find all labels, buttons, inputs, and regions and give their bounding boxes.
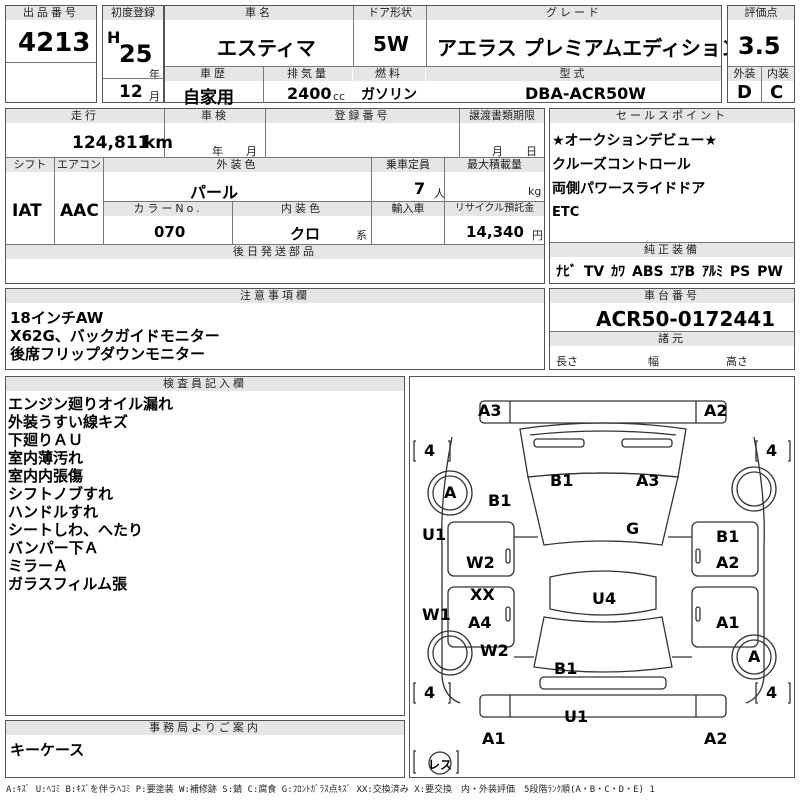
- details-box: 走行 車検 登録番号 譲渡書類期限 124,811 km 年 月 月 日 シフト…: [5, 108, 545, 284]
- lot-number: 4213: [18, 28, 91, 58]
- list-item: ガラスフィルム張: [8, 575, 128, 593]
- sales-points-box: セールスポイント ★オークションデビュー★ クルーズコントロール 両側パワースラ…: [549, 108, 795, 284]
- chassis-number: ACR50-0172441: [596, 307, 776, 331]
- history: 自家用: [183, 88, 234, 108]
- list-item: ETC: [552, 205, 580, 220]
- list-item: 外装うすい線キズ: [8, 413, 129, 431]
- car-name-header: 車名: [165, 6, 353, 20]
- list-item: ハンドルすれ: [8, 503, 99, 521]
- list-item: 両側パワースライドドア: [552, 181, 706, 197]
- list-item: クルーズコントロール: [552, 157, 691, 173]
- list-item: 室内薄汚れ: [8, 449, 84, 467]
- list-item: エンジン廻りオイル漏れ: [8, 395, 174, 413]
- list-item: シフトノブすれ: [8, 485, 114, 503]
- ext-score-header: 外装: [728, 67, 761, 81]
- car-diagram: A3 A2 4 4 A B1 B1 A3 G B1 A2 U1 W2 XX W1…: [409, 376, 795, 778]
- history-header: 車歴: [165, 67, 263, 81]
- inspector-list: エンジン廻りオイル漏れ 外装うすい線キズ 下廻りＡＵ 室内薄汚れ 室内内張傷 シ…: [8, 395, 173, 593]
- displacement: 2400: [287, 84, 332, 103]
- score-box: 評価点 3.5 外装 内装 D C: [727, 5, 795, 103]
- ac-type: AAC: [60, 201, 99, 221]
- color-number: 070: [154, 223, 186, 241]
- list-item: 下廻りＡＵ: [8, 431, 84, 449]
- car-info-box: 車名 ドア形状 グレード エスティマ 5W アエラス プレミアムエディション 車…: [164, 5, 741, 108]
- first-registration-box: 初度登録 H 25 年 12 月: [102, 5, 164, 103]
- fuel-header: 燃料: [353, 67, 425, 81]
- car-outline: [413, 400, 791, 775]
- office-note: キーケース: [10, 741, 85, 759]
- recycle-fee: 14,340: [466, 223, 524, 241]
- reg-year: 25: [119, 40, 153, 68]
- inspector-box: 検査員記入欄 エンジン廻りオイル漏れ 外装うすい線キズ 下廻りＡＵ 室内薄汚れ …: [5, 376, 405, 716]
- spare-tire-label: レス: [428, 758, 453, 772]
- overall-score: 3.5: [738, 32, 781, 60]
- lot-number-box: 出品番号 4213: [5, 5, 97, 103]
- list-item: バンパー下Ａ: [8, 539, 99, 557]
- equipment-list: ﾅﾋﾞ TV ｶﾜ ABS ｴｱB ｱﾙﾐ PS PW: [556, 264, 783, 280]
- sales-points-list: ★オークションデビュー★ クルーズコントロール 両側パワースライドドア ETC: [552, 129, 788, 225]
- list-item: 室内内張傷: [8, 467, 84, 485]
- legend: A:ｷｽﾞ U:ﾍｺﾐ B:ｷｽﾞを伴うﾍｺﾐ P:要塗装 W:補修跡 S:錆 …: [6, 785, 655, 795]
- int-color: クロ: [290, 225, 321, 243]
- capacity: 7: [414, 179, 426, 198]
- list-item: ミラーＡ: [8, 557, 69, 575]
- era: H: [107, 28, 121, 47]
- mileage: 124,811: [72, 133, 150, 153]
- model-code: DBA-ACR50W: [525, 84, 646, 103]
- notes-list: 18インチAW X62G、バックガイドモニター 後席フリップダウンモニター: [10, 309, 220, 363]
- int-score: C: [770, 82, 784, 103]
- first-reg-header: 初度登録: [103, 6, 163, 20]
- grade: アエラス プレミアムエディション: [437, 36, 741, 60]
- fuel: ガソリン: [361, 87, 417, 103]
- ext-score: D: [737, 82, 752, 103]
- reg-month: 12: [119, 82, 143, 102]
- grade-header: グレード: [427, 6, 721, 20]
- lot-number-header: 出品番号: [6, 6, 96, 20]
- car-name: エスティマ: [217, 36, 316, 60]
- notes-box: 注意事項欄 18インチAW X62G、バックガイドモニター 後席フリップダウンモ…: [5, 288, 545, 370]
- int-score-header: 内装: [762, 67, 794, 81]
- score-header: 評価点: [728, 6, 794, 20]
- office-box: 事務局よりご案内 キーケース: [5, 720, 405, 778]
- displacement-header: 排気量: [264, 67, 352, 81]
- list-item: 後席フリップダウンモニター: [10, 345, 206, 363]
- list-item: 18インチAW: [10, 309, 104, 327]
- chassis-box: 車台番号 ACR50-0172441 諸元 長さ 幅 高さ: [549, 288, 795, 370]
- model-header: 型式: [426, 67, 721, 81]
- door-header: ドア形状: [354, 6, 426, 20]
- list-item: X62G、バックガイドモニター: [10, 327, 220, 345]
- ext-color: パール: [190, 183, 239, 202]
- door-type: 5W: [373, 32, 409, 56]
- list-item: ★オークションデビュー★: [552, 133, 718, 149]
- list-item: シートしわ、へたり: [8, 521, 144, 539]
- shift-type: IAT: [12, 201, 42, 221]
